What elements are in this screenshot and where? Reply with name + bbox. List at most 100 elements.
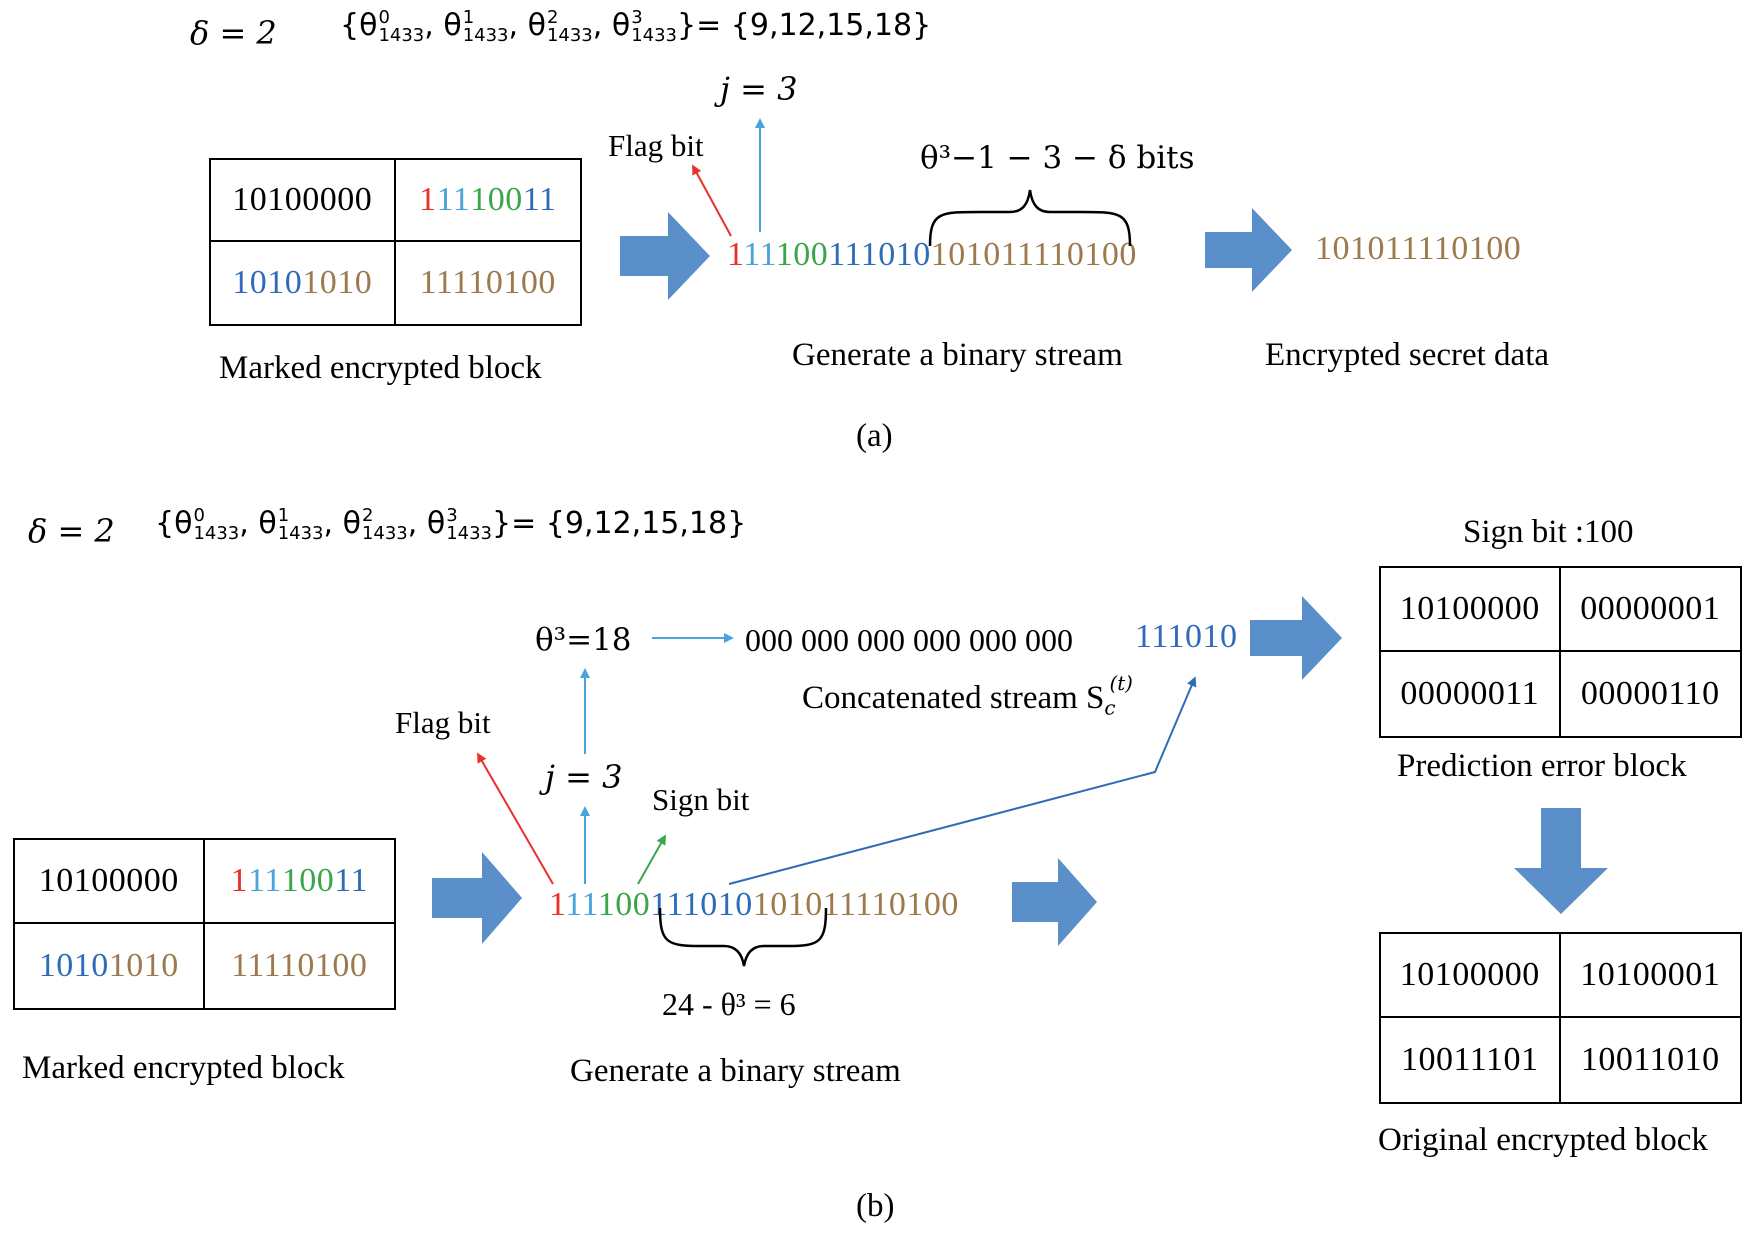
- sign-arrow-b: [637, 834, 666, 885]
- theta-set-a-open-brace: {: [340, 8, 360, 43]
- j-label-b: j = 3: [545, 758, 623, 796]
- zero-padding: 000 000 000 000 000 000: [745, 622, 1073, 658]
- stream-b-segment-2: 100: [597, 886, 651, 923]
- theta-eq-label: θ³=18: [535, 622, 632, 658]
- tail-arrow-b: [728, 676, 1197, 885]
- stream-a-segment-2: 100: [775, 236, 829, 273]
- block-b-cell-2-segment-0: 1010: [38, 947, 109, 984]
- block-b-cell-1-segment-3: 11: [334, 862, 368, 899]
- block-a-cell-2-segment-0: 1010: [232, 264, 303, 301]
- original-caption: Original encrypted block: [1378, 1122, 1708, 1158]
- block-a-cell-3-segment-0: 11110100: [419, 264, 556, 301]
- concatenated-stream-label: Concatenated stream Sc(t): [802, 672, 1133, 720]
- encrypted-secret-data: 101011110100: [1315, 230, 1522, 267]
- binary-stream-b: 111100111010101011110100: [549, 886, 959, 924]
- flag-arrow-b: [476, 752, 554, 885]
- sign-bit-label-b: Sign bit: [652, 782, 750, 817]
- panel-label-b: (b): [856, 1188, 895, 1224]
- brace-a: [928, 189, 1132, 247]
- block-b-cell-2-segment-1: 1010: [108, 947, 179, 984]
- block-b-cell-3: 11110100: [205, 924, 395, 1008]
- flag-bit-label-b: Flag bit: [395, 705, 491, 740]
- stream-caption-b: Generate a binary stream: [570, 1053, 901, 1089]
- panel-label-a: (a): [856, 418, 893, 454]
- delta-label-a: δ = 2: [190, 14, 277, 52]
- j-label-a: j = 3: [720, 70, 798, 108]
- block-arrow-b1: [432, 852, 522, 944]
- flag-arrow-a: [692, 164, 732, 237]
- stream-a-segment-0: 1: [727, 236, 744, 273]
- block-a-cell-1-segment-1: 11: [436, 181, 471, 218]
- brace-b: [658, 907, 828, 967]
- flag-bit-label-a: Flag bit: [608, 128, 704, 163]
- block-caption-a: Marked encrypted block: [219, 350, 542, 386]
- block-b-cell-3-segment-0: 11110100: [231, 947, 368, 984]
- block-a-cell-1-segment-3: 11: [522, 181, 557, 218]
- stream-b-segment-3: 111010: [650, 886, 753, 923]
- theta-set-b-values: }= {9,12,15,18}: [492, 506, 747, 541]
- block-arrow-a2: [1205, 208, 1292, 292]
- orig-cell-1: 10100001: [1560, 934, 1740, 1018]
- block-a-cell-0: 10100000: [211, 160, 396, 242]
- block-b-cell-1-segment-0: 1: [230, 862, 248, 899]
- theta-set-a-values: }= {9,12,15,18}: [677, 8, 932, 43]
- stream-a-segment-4: 101011110100: [930, 236, 1137, 273]
- stream-tail: 111010: [1135, 618, 1238, 655]
- sign-bit-value: Sign bit :100: [1463, 514, 1634, 550]
- prediction-caption: Prediction error block: [1397, 748, 1687, 784]
- orig-cell-2: 10011101: [1381, 1018, 1561, 1102]
- block-a-cell-0-segment-0: 10100000: [232, 181, 373, 218]
- stream-a-segment-3: 111010: [828, 236, 931, 273]
- stream-b-segment-1: 11: [565, 886, 598, 923]
- block-a-cell-1-segment-0: 1: [419, 181, 437, 218]
- pred-cell-1: 00000001: [1560, 568, 1740, 652]
- block-arrow-a1: [620, 212, 710, 300]
- orig-cell-3: 10011010: [1580, 1041, 1720, 1078]
- block-arrow-b2: [1012, 858, 1097, 946]
- block-arrow-b3: [1250, 596, 1342, 680]
- concat-label-text: Concatenated stream S: [802, 679, 1105, 716]
- block-b-cell-0-segment-0: 10100000: [38, 862, 179, 899]
- orig-cell-0: 10100000: [1381, 934, 1561, 1018]
- stream-b-segment-4: 101011110100: [752, 886, 959, 923]
- stream-a-segment-1: 11: [743, 236, 776, 273]
- theta-set-b-open-brace: {: [155, 506, 175, 541]
- pred-cell-0: 10100000: [1381, 568, 1561, 652]
- prediction-error-block: 10100000 00000001 00000011 00000110: [1379, 566, 1742, 738]
- block-b-cell-1-segment-2: 100: [281, 862, 335, 899]
- block-a-cell-3: 11110100: [396, 242, 581, 324]
- brace-label-b: 24 - θ³ = 6: [662, 986, 796, 1022]
- block-b-cell-0: 10100000: [15, 840, 205, 924]
- binary-stream-a: 111100111010101011110100: [727, 236, 1137, 274]
- block-arrow-down: [1514, 808, 1608, 914]
- pred-cell-3: 00000110: [1580, 675, 1720, 712]
- delta-label-b: δ = 2: [28, 512, 115, 550]
- block-caption-b: Marked encrypted block: [22, 1050, 345, 1086]
- block-a-cell-2-segment-1: 1010: [302, 264, 373, 301]
- original-encrypted-block: 10100000 10100001 10011101 10011010: [1379, 932, 1742, 1104]
- concat-sup: (t): [1109, 672, 1133, 695]
- brace-label-a: θ³−1 − 3 − δ bits: [920, 140, 1195, 176]
- secret-caption: Encrypted secret data: [1265, 337, 1550, 373]
- stream-caption-a: Generate a binary stream: [792, 337, 1123, 373]
- block-b-cell-1-segment-1: 11: [248, 862, 282, 899]
- stream-b-segment-0: 1: [549, 886, 566, 923]
- concat-sub: c: [1104, 696, 1116, 720]
